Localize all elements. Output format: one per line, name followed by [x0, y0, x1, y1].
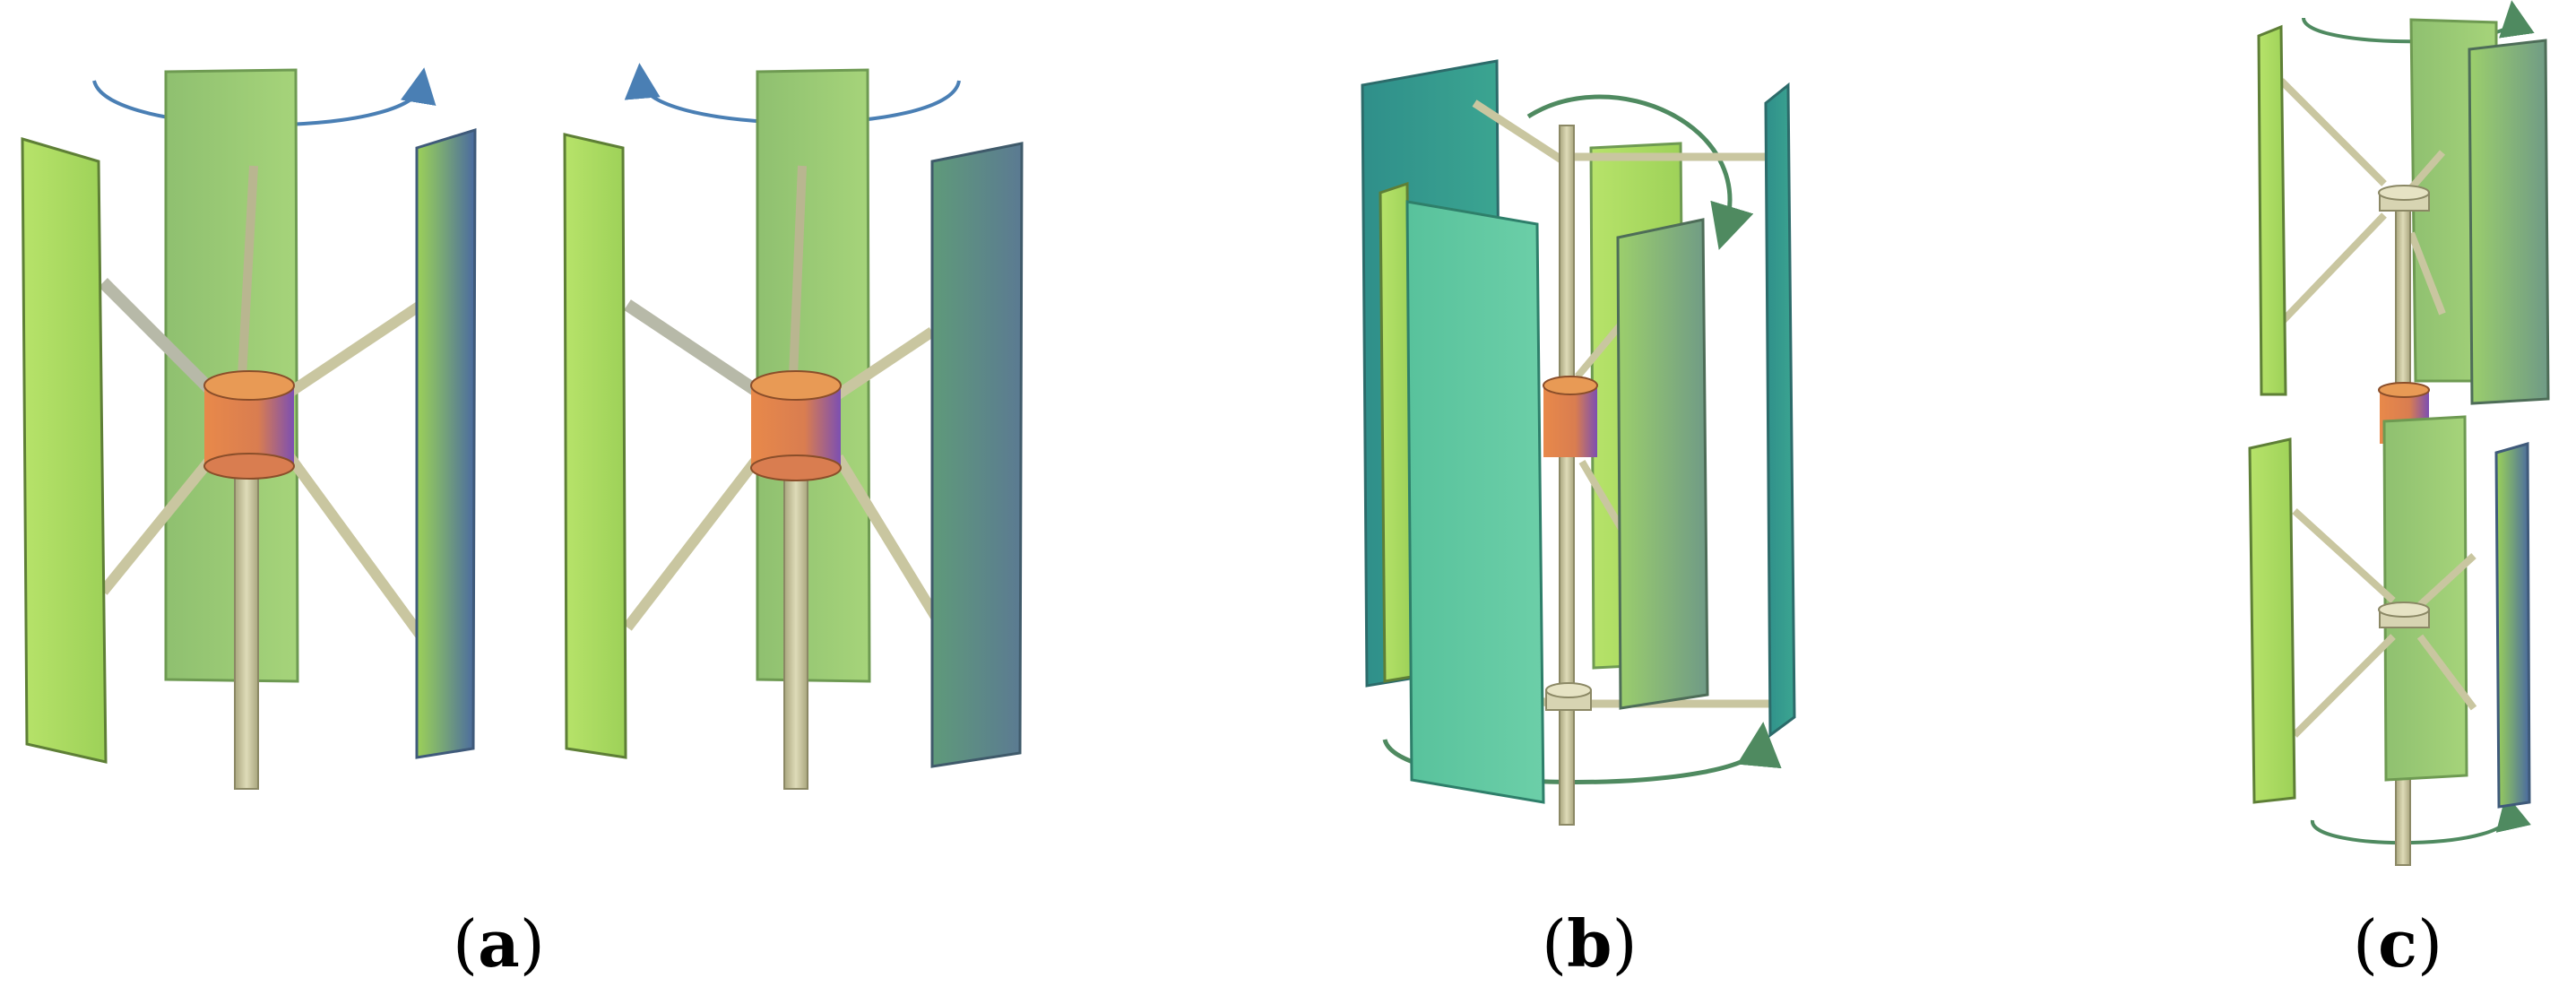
arm	[2278, 212, 2387, 325]
rotation-arrow-bottom	[1382, 722, 1782, 784]
upper-blade-left	[2257, 24, 2287, 396]
shaft	[783, 470, 808, 790]
arm	[623, 449, 766, 631]
arm	[1574, 320, 1626, 379]
arm	[833, 454, 942, 622]
arm	[624, 299, 765, 400]
arm	[834, 327, 936, 399]
shaft	[1559, 125, 1575, 826]
shaft-top	[238, 165, 258, 377]
arm	[2278, 78, 2387, 186]
arm	[2416, 634, 2477, 711]
arm	[2407, 150, 2446, 191]
lower-blade-right	[2494, 442, 2531, 809]
lower-collar	[2378, 602, 2430, 628]
arm	[282, 449, 426, 640]
arm	[2407, 231, 2446, 316]
arm	[2417, 553, 2477, 608]
caption-b: (b)	[1542, 905, 1638, 982]
blade-front-aqua	[1405, 200, 1545, 804]
arm	[1472, 100, 1567, 165]
caption-c: (c)	[2353, 905, 2443, 982]
hub	[1543, 376, 1598, 457]
shaft	[234, 465, 259, 790]
blade-right-teal	[1764, 82, 1796, 738]
shaft-top	[789, 165, 807, 377]
hub	[203, 370, 295, 480]
upper-collar	[2378, 185, 2430, 212]
blade-left	[563, 133, 627, 759]
panel-a-left-turbine	[21, 67, 477, 790]
arm	[99, 278, 220, 399]
upper-blade-right	[2468, 39, 2550, 405]
arm	[99, 445, 224, 595]
lower-blade-left	[2248, 437, 2296, 804]
panel-a-right-turbine	[563, 63, 1024, 790]
rotation-arrow-top	[1526, 94, 1754, 250]
blade-left	[21, 136, 108, 764]
arm	[2292, 634, 2396, 738]
panel-c-turbine	[2248, 0, 2550, 866]
blade-right	[415, 127, 477, 759]
blade-front-olive	[1616, 218, 1709, 710]
panel-b-turbine	[1361, 59, 1796, 826]
blade-right	[930, 142, 1024, 768]
arm	[2292, 508, 2396, 603]
lower-collar	[1545, 682, 1592, 711]
hub	[750, 370, 842, 481]
rotation-arrow-bottom	[2311, 793, 2531, 845]
arm	[283, 300, 425, 399]
caption-a: (a)	[453, 905, 545, 982]
